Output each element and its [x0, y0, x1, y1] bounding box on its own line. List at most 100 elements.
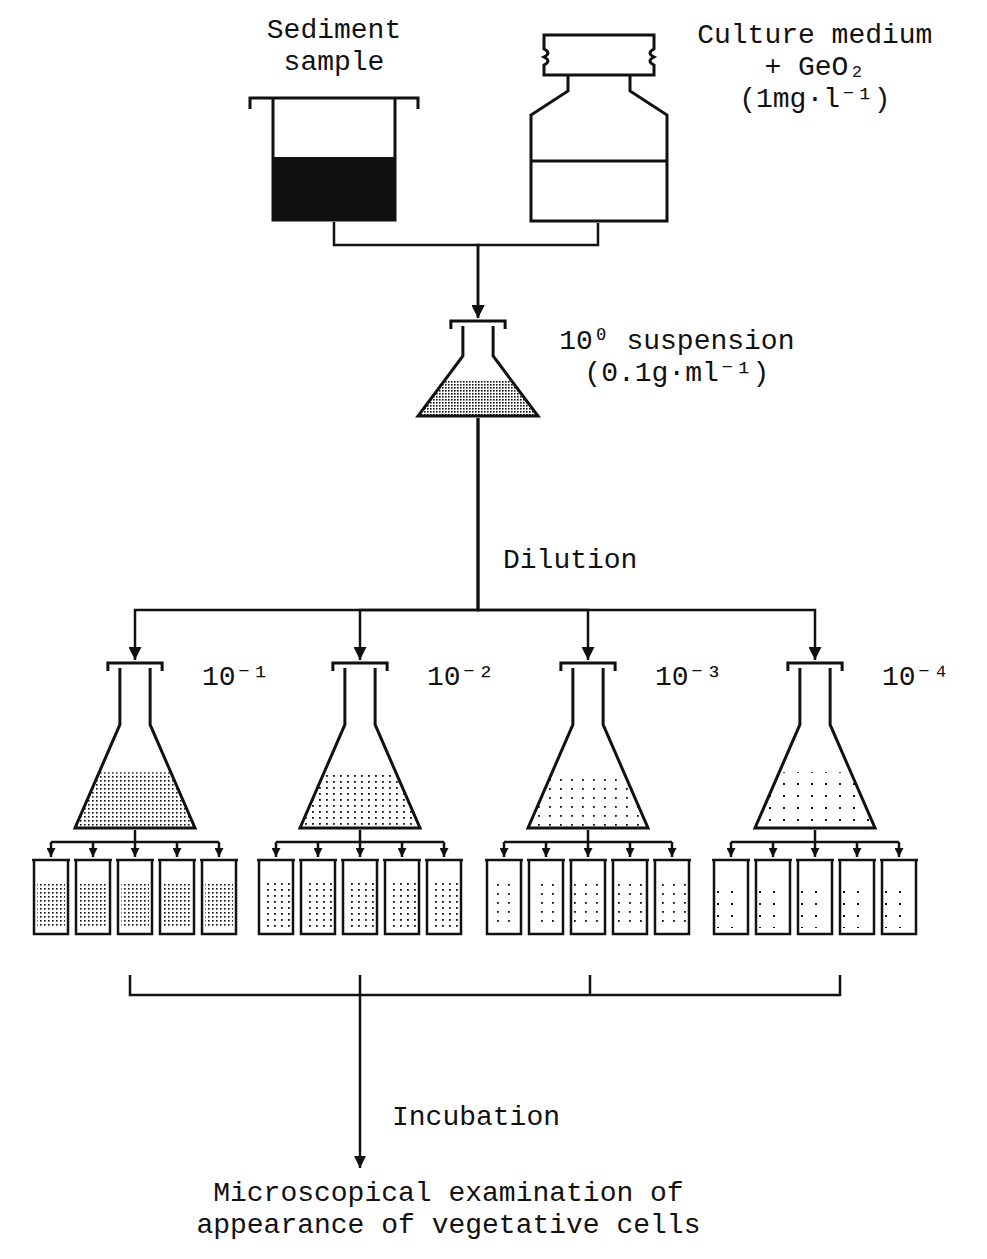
flow-connector [334, 222, 478, 318]
flask-stopper [108, 663, 162, 671]
tube-contents [801, 882, 829, 928]
flask-icon [525, 660, 651, 830]
dilution-flask: 10⁻² [297, 660, 423, 830]
dilution-flask: 10⁻¹ [72, 660, 198, 830]
tube-contents [574, 882, 602, 928]
dilution-label: 10⁻¹ [202, 662, 269, 694]
split-lines [51, 830, 219, 842]
node-text: Sediment sample [248, 15, 420, 79]
flow-connector [478, 418, 815, 660]
split-arrow [401, 842, 404, 857]
split-arrow [772, 842, 775, 857]
tube-contents [262, 882, 290, 928]
pooling-bracket [130, 975, 840, 995]
flask-contents [419, 380, 537, 415]
split-arrow [359, 842, 362, 857]
flask-stopper [451, 321, 505, 329]
step-label: Incubation [392, 1102, 560, 1134]
flask-icon [297, 660, 423, 830]
culture-tube [796, 860, 834, 934]
tube-contents [616, 882, 644, 928]
tube-contents [205, 882, 233, 928]
sediment-beaker: Sediment sample [248, 15, 420, 222]
culture-tube [712, 860, 750, 934]
sediment-fill [273, 157, 395, 220]
tube-contents [37, 882, 65, 928]
culture-tube [754, 860, 792, 934]
edge-label: Dilution [500, 545, 640, 577]
flask-icon [752, 660, 878, 830]
flask-stopper [788, 663, 842, 671]
culture-tube [838, 860, 876, 934]
split-arrow [587, 842, 590, 857]
bottle-body [531, 75, 667, 221]
tube-contents [121, 882, 149, 928]
split-arrow [275, 842, 278, 857]
node-text: Microscopical examination of appearance … [188, 1178, 709, 1242]
flask-contents [529, 772, 647, 827]
culture-tube [653, 860, 691, 934]
flow-connector [135, 418, 478, 660]
split-arrow [814, 842, 817, 857]
dilution-label: 10⁻³ [655, 662, 722, 694]
culture-tube [74, 860, 112, 934]
flow-connector [478, 418, 588, 660]
culture-tube [158, 860, 196, 934]
culture-tube [341, 860, 379, 934]
split-arrow [443, 842, 446, 857]
split-arrow [629, 842, 632, 857]
tube-contents [430, 882, 458, 928]
flask-contents [301, 772, 419, 827]
culture-tube [485, 860, 523, 934]
tube-contents [490, 882, 518, 928]
tube-contents [717, 882, 745, 928]
culture-tube [257, 860, 295, 934]
split-arrow [218, 842, 221, 857]
culture-tube [299, 860, 337, 934]
tube-contents [79, 882, 107, 928]
bottle-icon [528, 33, 670, 223]
split-lines [504, 830, 672, 842]
beaker-outline [250, 98, 418, 220]
culture-tube [200, 860, 238, 934]
dilution-flask: 10⁻³ [525, 660, 651, 830]
split-arrow [176, 842, 179, 857]
flask-stopper [561, 663, 615, 671]
tube-contents [346, 882, 374, 928]
split-arrow [671, 842, 674, 857]
flask-icon [415, 318, 541, 418]
tube-contents [388, 882, 416, 928]
medium-bottle: Culture medium + GeO₂ (1mg·l⁻¹) [528, 33, 670, 223]
beaker-icon [248, 95, 420, 222]
culture-tube [611, 860, 649, 934]
dilution-label: 10⁻⁴ [882, 662, 949, 694]
split-lines [276, 830, 444, 842]
tube-contents [885, 882, 913, 928]
culture-tube [880, 860, 918, 934]
incubation-arrow [359, 975, 362, 1168]
flask-contents [756, 772, 874, 827]
split-arrow [503, 842, 506, 857]
culture-tube [527, 860, 565, 934]
dilution-flask: 10⁰ suspension (0.1g·ml⁻¹) [415, 318, 541, 418]
culture-tube [425, 860, 463, 934]
tube-contents [843, 882, 871, 928]
flask-outline [755, 668, 875, 828]
culture-tube [569, 860, 607, 934]
dilution-flask: 10⁻⁴ [752, 660, 878, 830]
split-arrow [134, 842, 137, 857]
split-arrow [730, 842, 733, 857]
tube-contents [759, 882, 787, 928]
flask-outline [418, 326, 538, 416]
flask-outline [528, 668, 648, 828]
tube-contents [658, 882, 686, 928]
flask-outline [300, 668, 420, 828]
split-arrow [317, 842, 320, 857]
bottle-cap [544, 35, 654, 75]
culture-tube [383, 860, 421, 934]
split-arrow [545, 842, 548, 857]
flask-stopper [333, 663, 387, 671]
